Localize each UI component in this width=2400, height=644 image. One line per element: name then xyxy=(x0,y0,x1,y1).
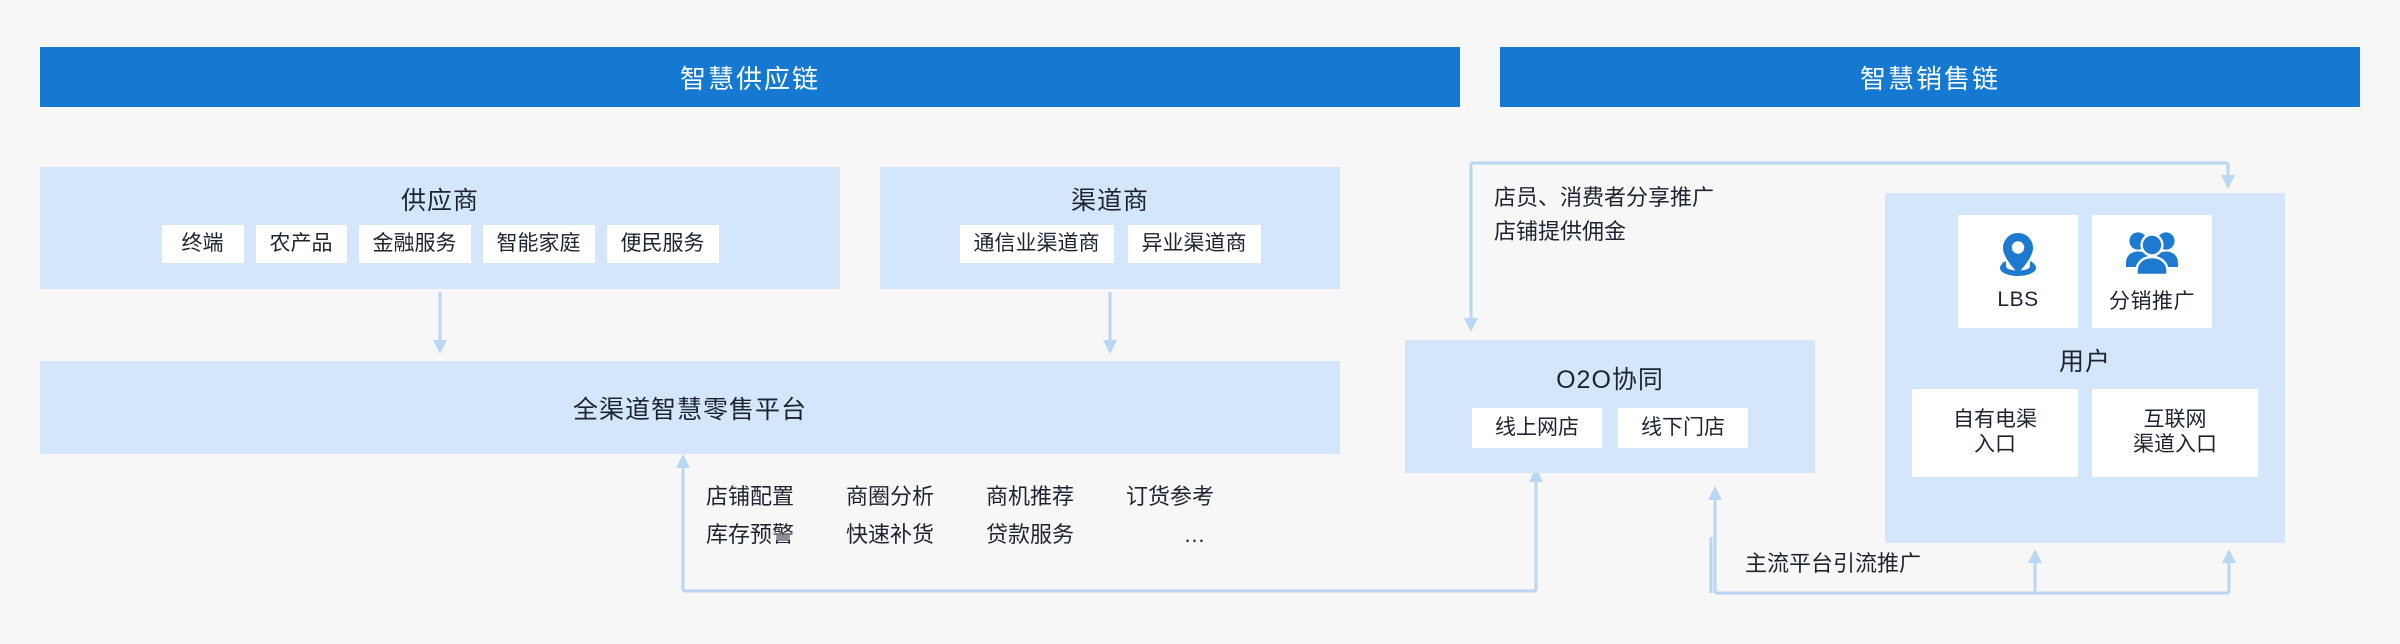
sales-chain-title: 智慧销售链 xyxy=(1859,63,2000,94)
o2o-chip-offline-store[interactable]: 线下门店 xyxy=(1618,408,1748,448)
feature-opportunity-recommend: 商机推荐 xyxy=(986,484,1075,509)
annotation-traffic-promotion: 主流平台引流推广 xyxy=(1745,551,1922,576)
channel-panel-title: 渠道商 xyxy=(1070,187,1149,215)
feature-loan-service: 贷款服务 xyxy=(986,522,1075,547)
feature-more-ellipsis: … xyxy=(1183,522,1209,547)
feature-fast-replenish: 快速补货 xyxy=(846,522,935,547)
feature-trade-area-analysis: 商圈分析 xyxy=(846,484,935,509)
channel-panel: 渠道商 通信业渠道商 异业渠道商 xyxy=(880,167,1340,289)
supplier-panel: 供应商 终端 农产品 金融服务 智能家庭 便民服务 xyxy=(40,167,840,289)
omnichannel-platform-panel: 全渠道智慧零售平台 xyxy=(40,361,1340,454)
arrow-channel-to-platform xyxy=(1103,292,1117,354)
supplier-panel-title: 供应商 xyxy=(400,187,479,215)
supplier-chip-terminal[interactable]: 终端 xyxy=(161,225,244,263)
user-entry-internet-channel[interactable]: 互联网 渠道入口 xyxy=(2092,389,2258,477)
location-pin-icon xyxy=(1996,231,2040,284)
user-card-lbs-label: LBS xyxy=(1997,288,2039,311)
arrow-supplier-to-platform xyxy=(433,292,447,354)
o2o-chip-online-store[interactable]: 线上网店 xyxy=(1472,408,1602,448)
feature-store-config: 店铺配置 xyxy=(706,484,795,509)
supply-chain-title: 智慧供应链 xyxy=(679,63,820,94)
supplier-chip-row: 终端 农产品 金融服务 智能家庭 便民服务 xyxy=(40,225,840,263)
feature-row-1: 店铺配置 商圈分析 商机推荐 订货参考 xyxy=(706,478,1266,516)
user-entry-row: 自有电渠 入口 互联网 渠道入口 xyxy=(1885,389,2285,477)
o2o-panel: O2O协同 线上网店 线下门店 xyxy=(1405,340,1815,473)
supply-chain-header: 智慧供应链 xyxy=(40,47,1460,107)
feature-order-reference: 订货参考 xyxy=(1126,484,1215,509)
user-icon-card-row: LBS 分销推广 xyxy=(1885,215,2285,328)
feature-row-2: 库存预警 快速补货 贷款服务 … xyxy=(706,516,1266,554)
supplier-chip-smart-home[interactable]: 智能家庭 xyxy=(482,225,595,263)
omnichannel-platform-label: 全渠道智慧零售平台 xyxy=(572,395,807,424)
user-panel: LBS 分销推广 xyxy=(1885,193,2285,543)
user-card-lbs[interactable]: LBS xyxy=(1958,215,2078,328)
o2o-chip-row: 线上网店 线下门店 xyxy=(1405,408,1815,448)
channel-chip-row: 通信业渠道商 异业渠道商 xyxy=(880,225,1340,263)
user-entry-own-echannel[interactable]: 自有电渠 入口 xyxy=(1912,389,2078,477)
supplier-chip-convenience[interactable]: 便民服务 xyxy=(606,225,719,263)
user-panel-title: 用户 xyxy=(2058,348,2111,376)
user-card-distribution[interactable]: 分销推广 xyxy=(2092,215,2212,328)
supplier-chip-agriculture[interactable]: 农产品 xyxy=(255,225,347,263)
annotation-share-promotion: 店员、消费者分享推广 店铺提供佣金 xyxy=(1494,185,1715,244)
channel-chip-telecom[interactable]: 通信业渠道商 xyxy=(959,225,1114,263)
channel-chip-cross-industry[interactable]: 异业渠道商 xyxy=(1127,225,1261,263)
feature-inventory-alert: 库存预警 xyxy=(706,522,795,547)
platform-feature-list: 店铺配置 商圈分析 商机推荐 订货参考 库存预警 快速补货 贷款服务 … xyxy=(706,478,1266,554)
sales-chain-header: 智慧销售链 xyxy=(1500,47,2360,107)
o2o-panel-title: O2O协同 xyxy=(1556,366,1664,394)
people-group-icon xyxy=(2126,228,2178,281)
user-card-distribution-label: 分销推广 xyxy=(2109,290,2195,313)
supplier-chip-finance[interactable]: 金融服务 xyxy=(358,225,471,263)
